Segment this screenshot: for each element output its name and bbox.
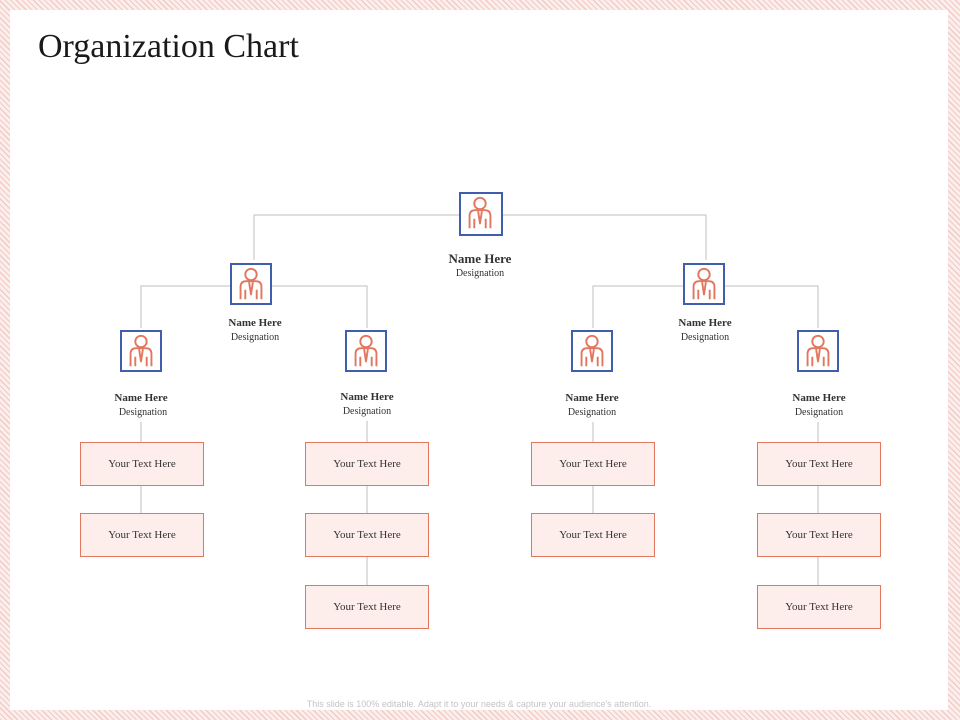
lead-3-designation: Designation — [567, 407, 617, 418]
lead-3-text-box-1[interactable]: Your Text Here — [531, 442, 655, 486]
person-icon — [239, 267, 263, 300]
manager-1-designation: Designation — [230, 332, 280, 343]
person-icon — [580, 334, 604, 367]
lead-3-name: Name Here — [565, 392, 619, 404]
lead-2-designation: Designation — [342, 406, 392, 417]
lead-2-name: Name Here — [340, 391, 394, 403]
lead-1-text-box-2[interactable]: Your Text Here — [80, 513, 204, 557]
person-icon — [354, 334, 378, 367]
person-icon — [129, 334, 153, 367]
person-icon — [692, 267, 716, 300]
manager-2-designation: Designation — [680, 332, 730, 343]
top-name: Name Here — [448, 251, 512, 266]
lead-2-text-box-3[interactable]: Your Text Here — [305, 585, 429, 629]
manager-2-icon-box[interactable] — [683, 263, 725, 305]
page-title: Organization Chart — [38, 28, 299, 65]
footer-note: This slide is 100% editable. Adapt it to… — [306, 699, 652, 709]
top-designation: Designation — [455, 268, 505, 279]
lead-4-icon-box[interactable] — [797, 330, 839, 372]
manager-1-name: Name Here — [228, 317, 282, 329]
lead-4-text-box-3[interactable]: Your Text Here — [757, 585, 881, 629]
lead-4-text-box-1[interactable]: Your Text Here — [757, 442, 881, 486]
lead-1-text-box-1[interactable]: Your Text Here — [80, 442, 204, 486]
manager-2-name: Name Here — [678, 317, 732, 329]
lead-3-text-box-2[interactable]: Your Text Here — [531, 513, 655, 557]
slide: Organization Chart — [10, 10, 948, 710]
person-icon — [806, 334, 830, 367]
lead-2-icon-box[interactable] — [345, 330, 387, 372]
manager-1-icon-box[interactable] — [230, 263, 272, 305]
lead-2-text-box-2[interactable]: Your Text Here — [305, 513, 429, 557]
lead-2-text-box-1[interactable]: Your Text Here — [305, 442, 429, 486]
person-icon — [468, 196, 492, 229]
lead-3-icon-box[interactable] — [571, 330, 613, 372]
lead-1-name: Name Here — [114, 392, 168, 404]
lead-4-text-box-2[interactable]: Your Text Here — [757, 513, 881, 557]
lead-4-name: Name Here — [792, 392, 846, 404]
lead-1-icon-box[interactable] — [120, 330, 162, 372]
top-person-icon-box[interactable] — [459, 192, 503, 236]
lead-4-designation: Designation — [794, 407, 844, 418]
lead-1-designation: Designation — [118, 407, 168, 418]
